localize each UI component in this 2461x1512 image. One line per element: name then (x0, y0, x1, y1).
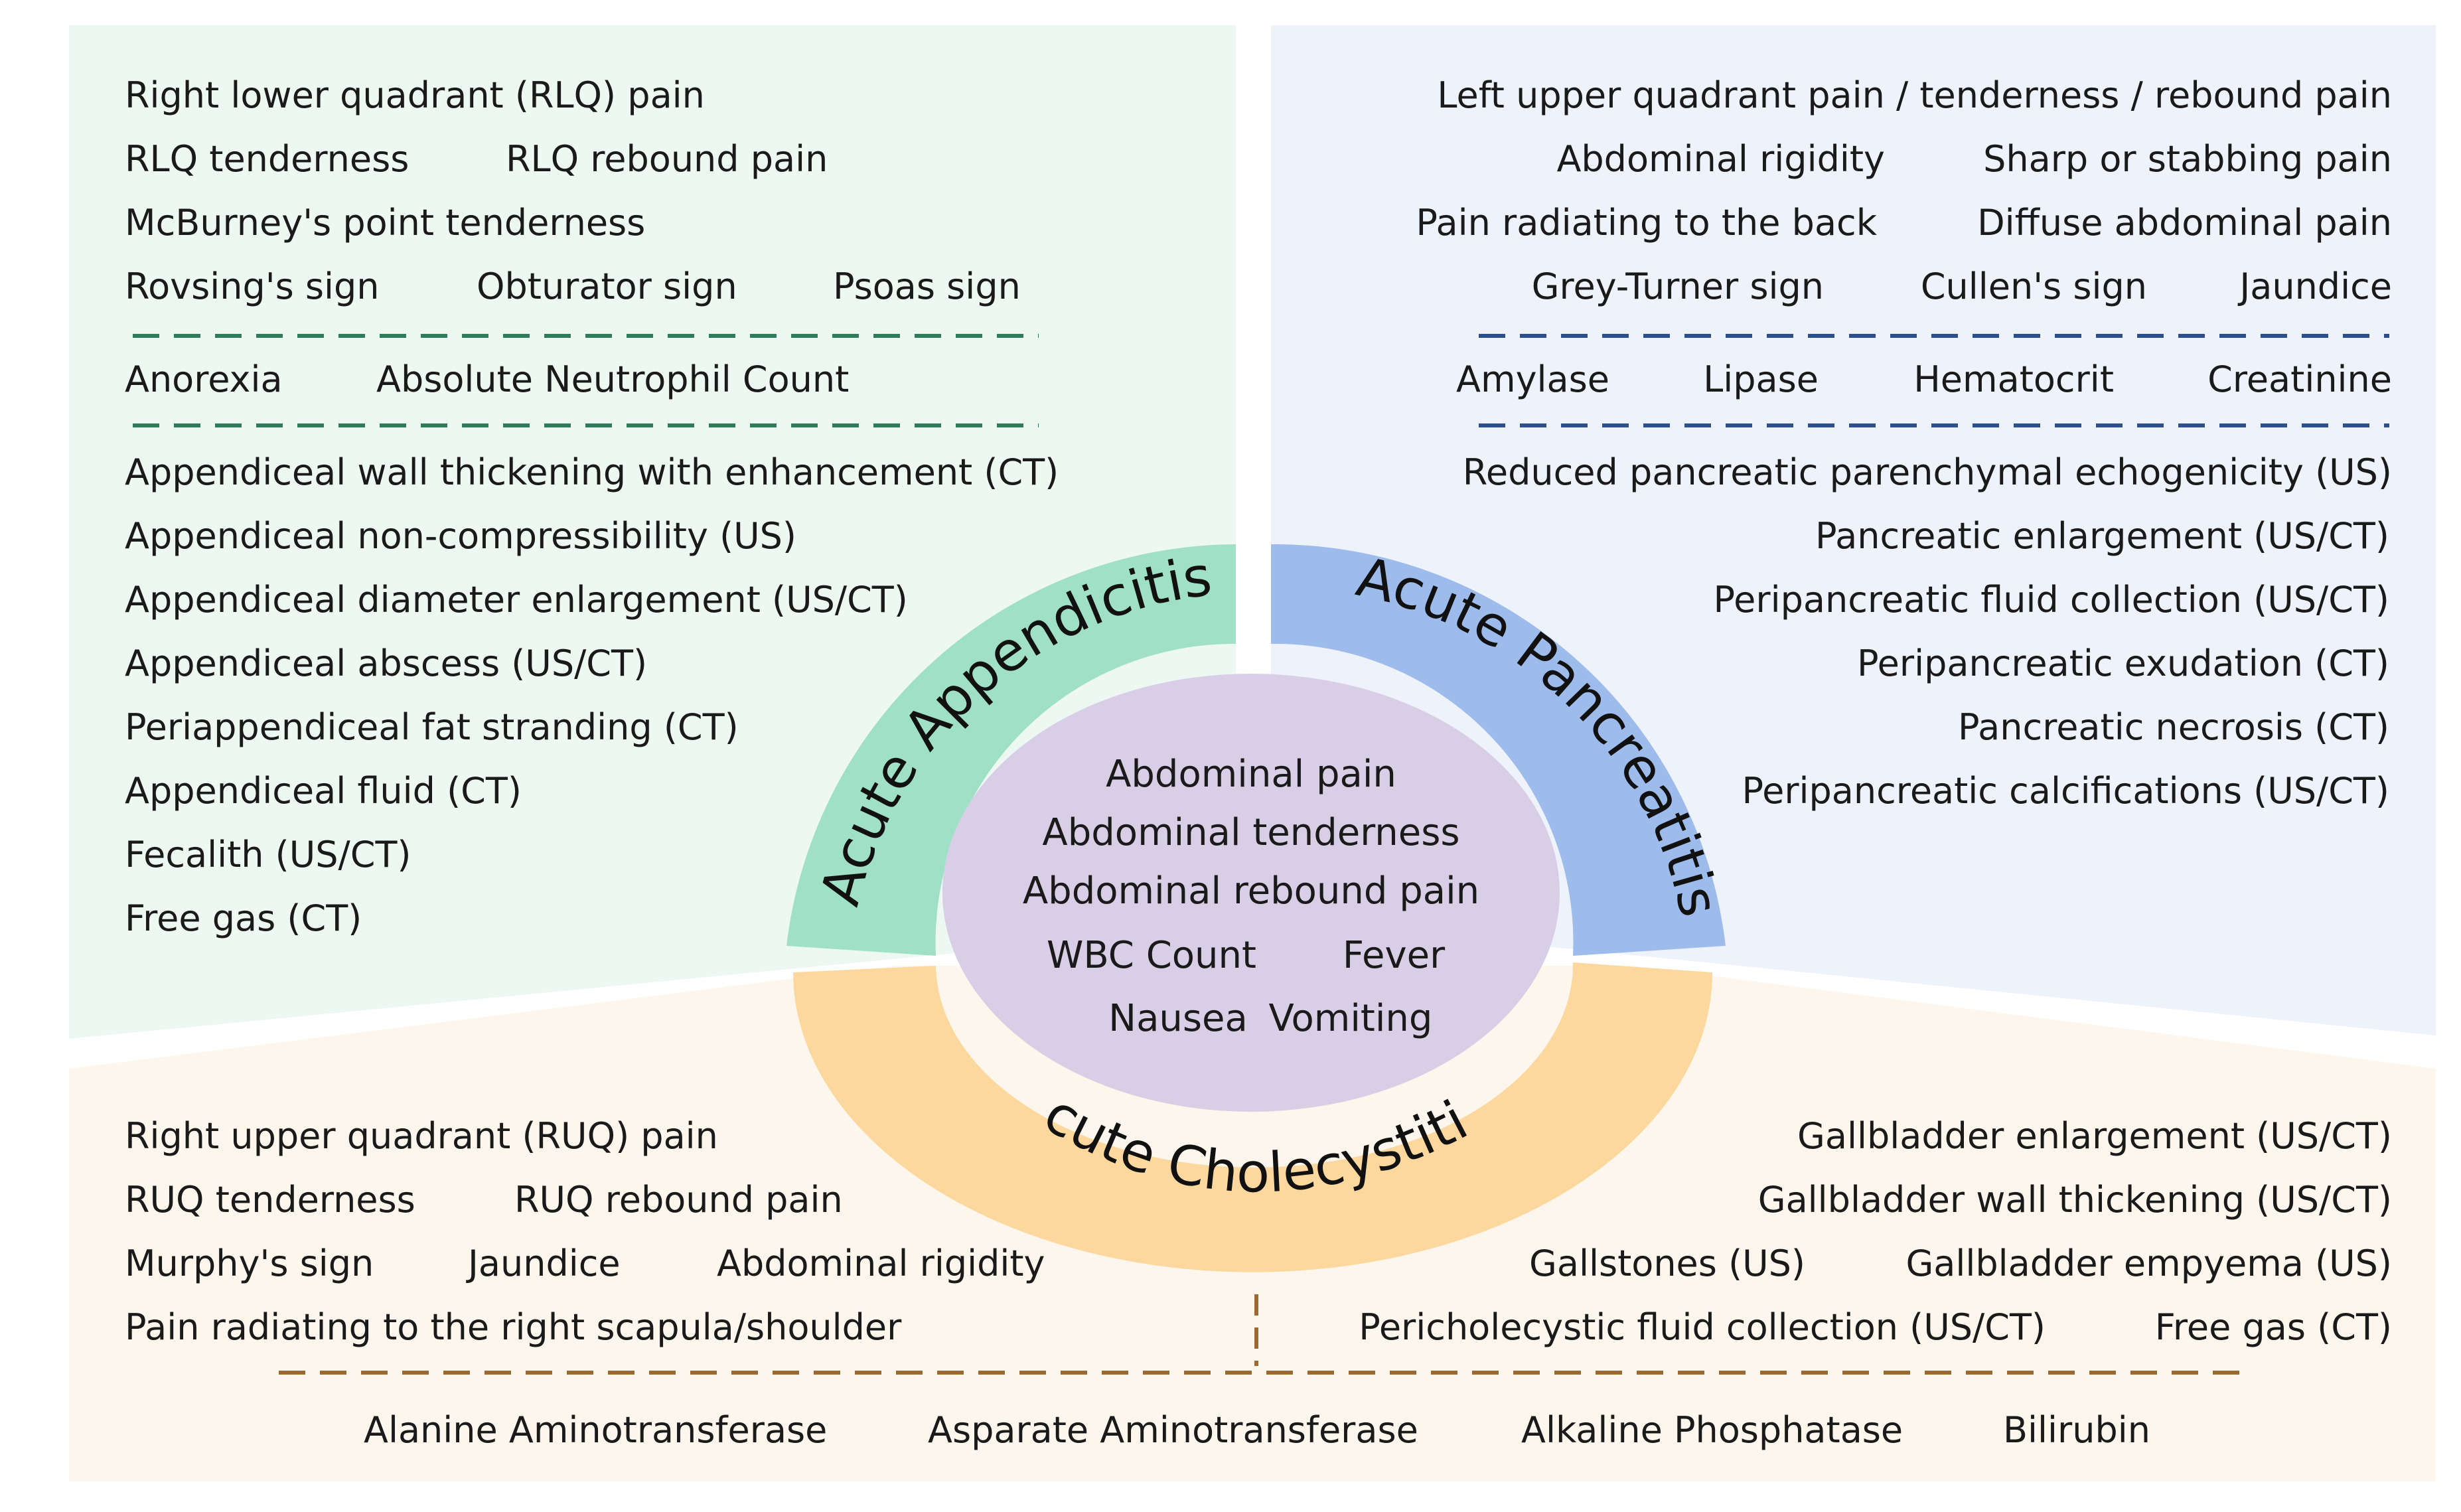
pancreatitis-imaging-item: Reduced pancreatic parenchymal echogenic… (1463, 451, 2392, 493)
cholecystitis-clinical-item: Abdominal rigidity (717, 1243, 1045, 1284)
cholecystitis-clinical-item: Right upper quadrant (RUQ) pain (125, 1115, 718, 1157)
cholecystitis-clinical-item: Jaundice (466, 1243, 621, 1284)
appendicitis-labs: Anorexia Absolute Neutrophil Count (125, 358, 849, 400)
appendicitis-imaging-item: Free gas (CT) (125, 897, 362, 939)
pancreatitis-clinical-item: Grey-Turner sign (1532, 265, 1824, 307)
pancreatitis-clinical-item: Sharp or stabbing pain (1983, 138, 2392, 180)
pancreatitis-clinical-item: Cullen's sign (1921, 265, 2147, 307)
shared-symptoms: Abdominal pain Abdominal tenderness Abdo… (1023, 753, 1479, 1040)
appendicitis-imaging-item: Appendiceal diameter enlargement (US/CT) (125, 579, 908, 621)
pancreatitis-clinical-item: Diffuse abdominal pain (1977, 202, 2392, 244)
appendicitis-ring (786, 544, 1236, 956)
cholecystitis-clinical-item: RUQ rebound pain (514, 1179, 843, 1221)
pancreatitis-imaging-item: Pancreatic enlargement (US/CT) (1815, 515, 2389, 557)
cholecystitis-ring (793, 962, 1712, 1272)
center-line: Abdominal pain (1106, 753, 1396, 796)
appendicitis-clinical-item: Obturator sign (477, 265, 737, 307)
appendicitis-clinical-item: Rovsing's sign (125, 265, 380, 307)
pancreatitis-labs: Amylase Lipase Hematocrit Creatinine (1456, 358, 2392, 400)
cholecystitis-clinical-item: RUQ tenderness (125, 1179, 415, 1221)
appendicitis-lab-item: Absolute Neutrophil Count (376, 358, 849, 400)
appendicitis-clinical-item: RLQ tenderness (125, 138, 409, 180)
pancreatitis-imaging-item: Peripancreatic exudation (CT) (1857, 643, 2389, 684)
center-line: Abdominal tenderness (1042, 811, 1459, 854)
cholecystitis-imaging-item: Gallbladder enlargement (US/CT) (1797, 1115, 2392, 1157)
pancreatitis-imaging: Reduced pancreatic parenchymal echogenic… (1463, 451, 2392, 812)
pancreatitis-clinical: Left upper quadrant pain / tenderness / … (1416, 74, 2392, 307)
appendicitis-clinical-item: Right lower quadrant (RLQ) pain (125, 74, 705, 116)
center-ellipse (942, 674, 1560, 1112)
cholecystitis-clinical: Right upper quadrant (RUQ) pain RUQ tend… (125, 1115, 1045, 1348)
cholecystitis-lab-item: Bilirubin (2003, 1409, 2150, 1451)
appendicitis-imaging-item: Appendiceal non-compressibility (US) (125, 515, 796, 557)
cholecystitis-imaging: Gallbladder enlargement (US/CT) Gallblad… (1359, 1115, 2392, 1348)
center-fever: Fever (1343, 934, 1446, 977)
appendicitis-lab-item: Anorexia (125, 358, 283, 400)
pancreatitis-clinical-item: Pain radiating to the back (1416, 202, 1877, 244)
cholecystitis-imaging-item: Free gas (CT) (2155, 1306, 2392, 1348)
pancreatitis-clinical-item: Left upper quadrant pain / tenderness / … (1437, 74, 2392, 116)
appendicitis-imaging-item: Appendiceal wall thickening with enhance… (125, 451, 1059, 493)
pancreatitis-imaging-item: Pancreatic necrosis (CT) (1958, 706, 2389, 748)
cholecystitis-imaging-item: Gallbladder wall thickening (US/CT) (1758, 1179, 2392, 1221)
pancreatitis-lab-item: Amylase (1456, 358, 1609, 400)
appendicitis-clinical: Right lower quadrant (RLQ) pain RLQ tend… (125, 74, 1021, 307)
pancreatitis-lab-item: Lipase (1703, 358, 1819, 400)
appendicitis-imaging: Appendiceal wall thickening with enhance… (125, 451, 1059, 939)
cholecystitis-clinical-item: Pain radiating to the right scapula/shou… (125, 1306, 902, 1348)
pancreatitis-imaging-item: Peripancreatic calcifications (US/CT) (1742, 770, 2389, 812)
appendicitis-imaging-item: Fecalith (US/CT) (125, 834, 411, 875)
center-line: Abdominal rebound pain (1023, 869, 1479, 913)
cholecystitis-labs: Alanine Aminotransferase Asparate Aminot… (364, 1409, 2150, 1451)
center-vomiting: Vomiting (1269, 997, 1433, 1040)
appendicitis-clinical-item: Psoas sign (833, 265, 1021, 307)
center-nausea: Nausea (1108, 997, 1248, 1040)
pancreatitis-lab-item: Hematocrit (1913, 358, 2114, 400)
cholecystitis-imaging-item: Gallstones (US) (1529, 1243, 1805, 1284)
pancreatitis-imaging-item: Peripancreatic fluid collection (US/CT) (1714, 579, 2389, 621)
cholecystitis-lab-item: Asparate Aminotransferase (928, 1409, 1418, 1451)
pancreatitis-clinical-item: Jaundice (2237, 265, 2392, 307)
cholecystitis-imaging-item: Pericholecystic fluid collection (US/CT) (1359, 1306, 2046, 1348)
cholecystitis-clinical-item: Murphy's sign (125, 1243, 374, 1284)
cholecystitis-lab-item: Alkaline Phosphatase (1521, 1409, 1903, 1451)
appendicitis-imaging-item: Appendiceal abscess (US/CT) (125, 643, 647, 684)
appendicitis-imaging-item: Periappendiceal fat stranding (CT) (125, 706, 739, 748)
pancreatitis-lab-item: Creatinine (2207, 358, 2392, 400)
cholecystitis-lab-item: Alanine Aminotransferase (364, 1409, 827, 1451)
cholecystitis-imaging-item: Gallbladder empyema (US) (1905, 1243, 2392, 1284)
center-wbc: WBC Count (1047, 934, 1256, 977)
appendicitis-clinical-item: McBurney's point tenderness (125, 202, 645, 244)
appendicitis-clinical-item: RLQ rebound pain (506, 138, 828, 180)
pancreatitis-clinical-item: Abdominal rigidity (1556, 138, 1885, 180)
appendicitis-imaging-item: Appendiceal fluid (CT) (125, 770, 522, 812)
pancreatitis-ring (1271, 544, 1726, 956)
